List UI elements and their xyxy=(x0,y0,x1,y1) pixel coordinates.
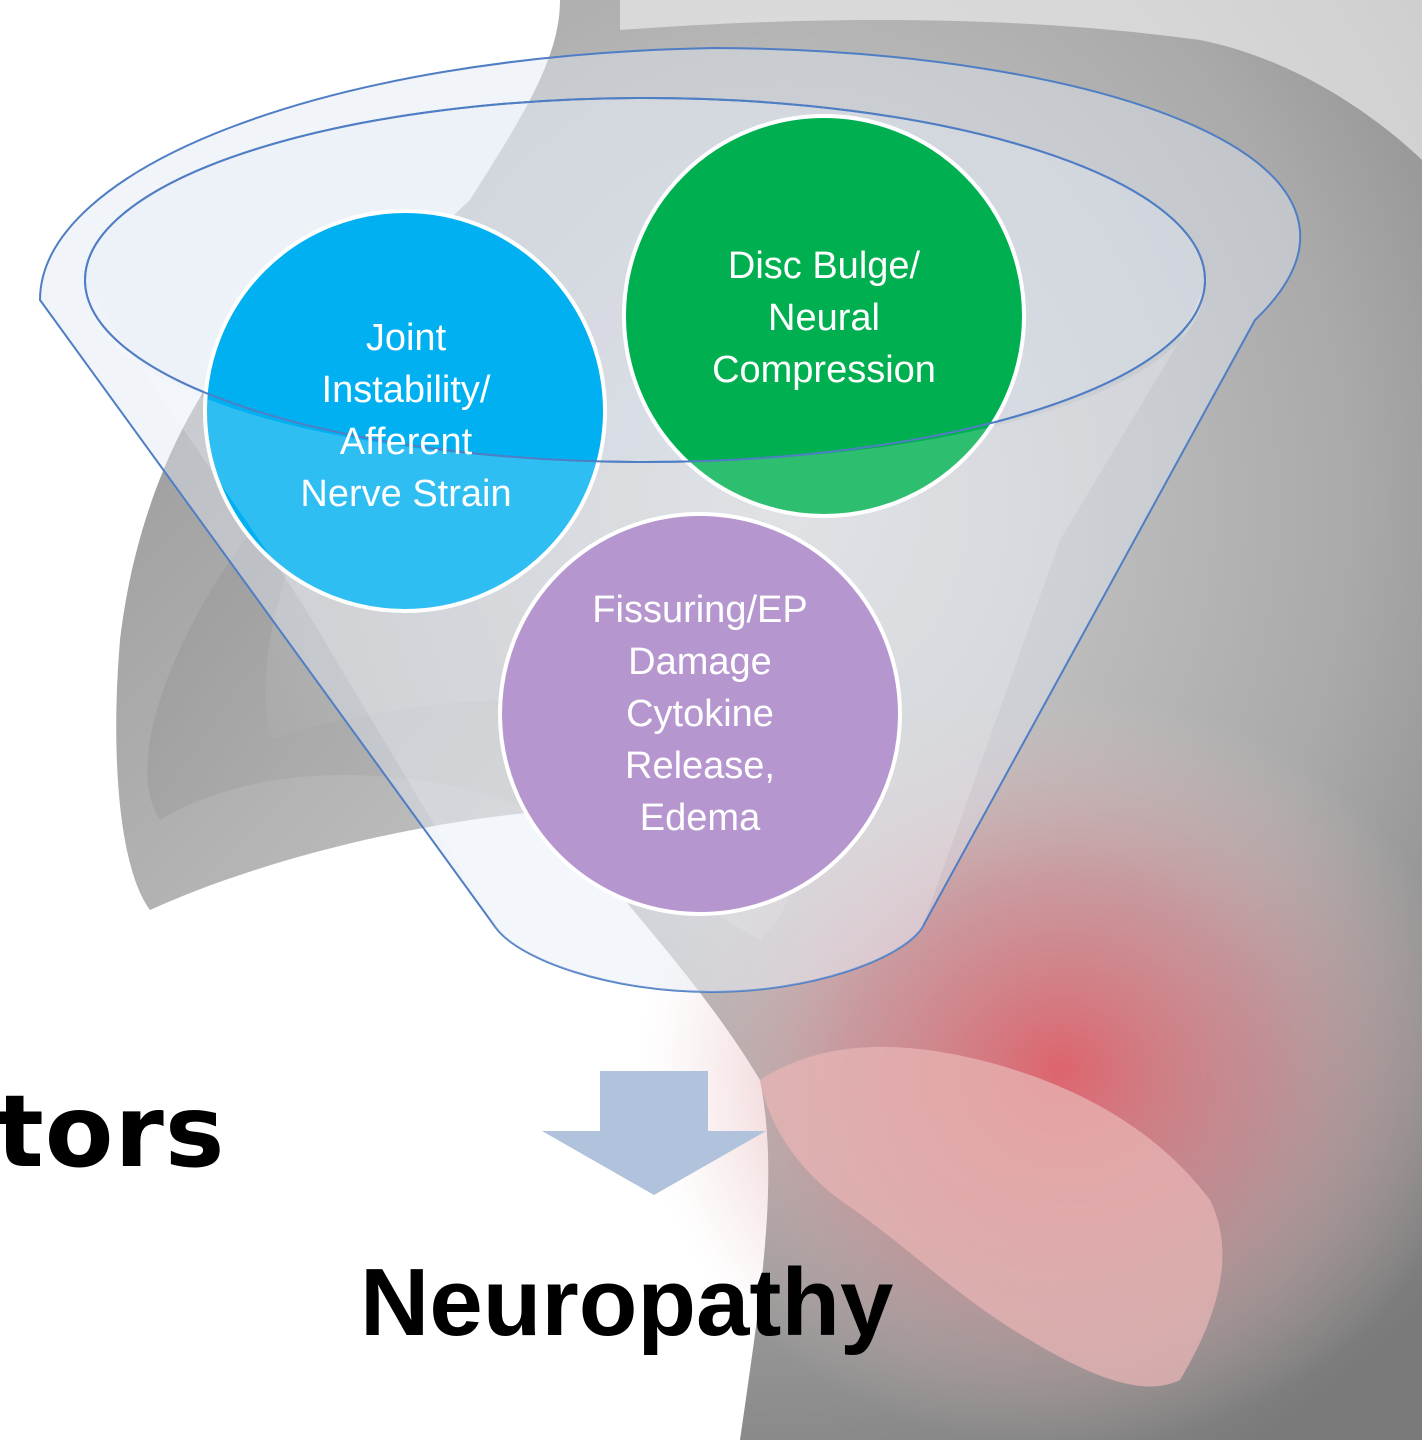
label-fissuring: Fissuring/EP Damage Cytokine Release, Ed… xyxy=(520,584,880,844)
label-line: Fissuring/EP xyxy=(520,584,880,636)
outcome-title: Neuropathy xyxy=(360,1248,960,1358)
label-line: Release, xyxy=(520,740,880,792)
label-line: Afferent xyxy=(226,416,586,468)
label-line: Joint xyxy=(226,312,586,364)
partial-heading-text: tors xyxy=(0,1072,225,1192)
label-joint-instability: Joint Instability/ Afferent Nerve Strain xyxy=(226,312,586,520)
label-line: Instability/ xyxy=(226,364,586,416)
label-disc-bulge: Disc Bulge/ Neural Compression xyxy=(644,240,1004,396)
label-line: Damage xyxy=(520,636,880,688)
label-line: Cytokine xyxy=(520,688,880,740)
label-line: Nerve Strain xyxy=(226,468,586,520)
label-line: Neural xyxy=(644,292,1004,344)
label-line: Compression xyxy=(644,344,1004,396)
label-line: Edema xyxy=(520,792,880,844)
label-line: Disc Bulge/ xyxy=(644,240,1004,292)
